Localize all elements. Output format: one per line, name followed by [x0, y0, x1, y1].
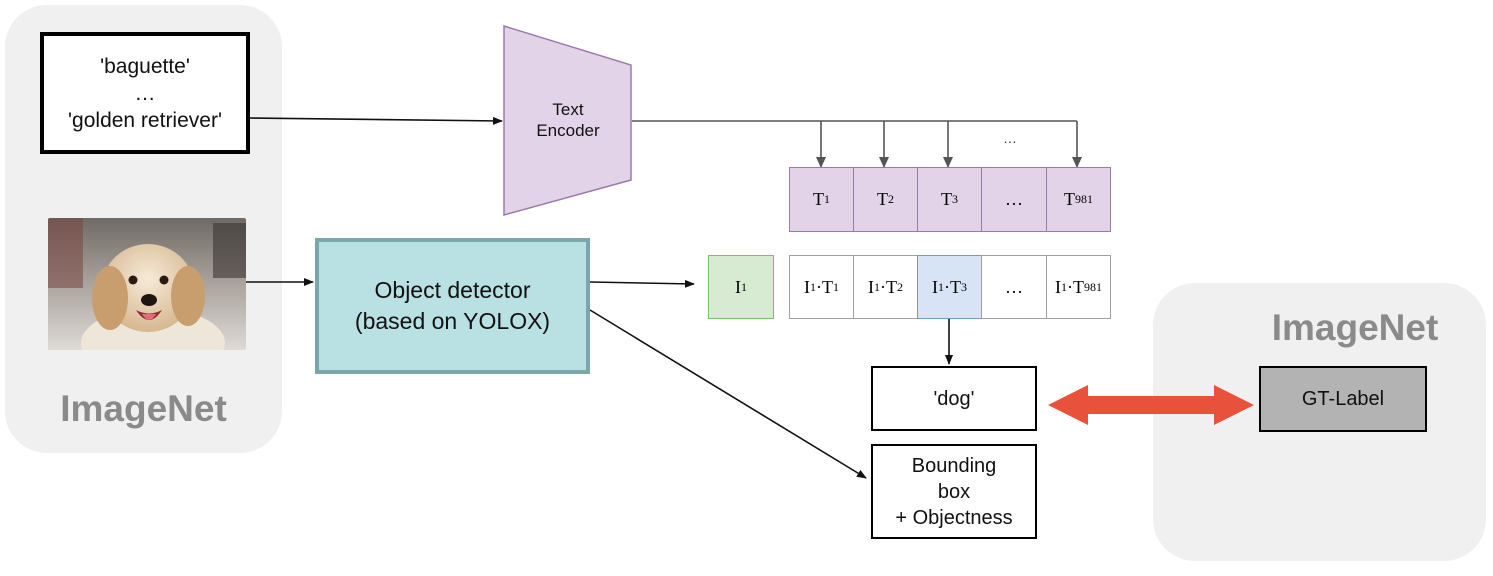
sim-b: T	[1073, 276, 1084, 297]
similarity-cell: …	[981, 255, 1047, 319]
sim-a: I	[868, 276, 874, 297]
text-encoder-line2: Encoder	[536, 121, 600, 140]
prompt-ellipsis: …	[134, 81, 156, 105]
dog-photo	[48, 218, 246, 350]
dot-operator: ·	[1067, 276, 1073, 297]
sim-b: T	[950, 276, 961, 297]
dot-operator: ·	[816, 276, 822, 297]
sim-bsub: 1	[833, 279, 839, 294]
gt-label-box: GT-Label	[1259, 366, 1427, 432]
text-embedding-cell: …	[981, 167, 1047, 232]
image-embedding-sub: 1	[741, 279, 747, 294]
dot-operator: ·	[880, 276, 886, 297]
cell-main: …	[1005, 189, 1023, 209]
arrow-ellipsis: …	[1003, 130, 1017, 146]
cell-sub: 2	[888, 192, 894, 206]
gt-label-text: GT-Label	[1301, 387, 1385, 410]
sim-asub: 1	[938, 279, 944, 294]
sim-ellipsis: …	[1005, 276, 1023, 297]
cell-sub: 981	[1075, 192, 1093, 206]
cell-main: T	[1064, 189, 1075, 209]
sim-a: I	[932, 276, 938, 297]
bbox-line3: + Objectness	[895, 506, 1013, 529]
detector-line1: Object detector	[374, 277, 531, 303]
object-detector-box: Object detector (based on YOLOX)	[315, 238, 590, 374]
sim-a: I	[804, 276, 810, 297]
bbox-line1: Bounding	[911, 454, 997, 477]
detector-line2: (based on YOLOX)	[354, 308, 551, 334]
compare-double-arrow	[1048, 385, 1254, 425]
cell-sub: 1	[824, 192, 830, 206]
cell-main: T	[813, 189, 824, 209]
dot-operator: ·	[944, 276, 950, 297]
text-prompts-box: 'baguette' … 'golden retriever'	[40, 32, 250, 154]
image-embedding-main: I	[735, 276, 741, 297]
sim-asub: 1	[1061, 279, 1067, 294]
bbox-output-box: Bounding box + Objectness	[871, 444, 1037, 539]
sim-bsub: 2	[897, 279, 903, 294]
text-encoder-label: Text Encoder	[503, 95, 633, 145]
sim-asub: 1	[874, 279, 880, 294]
detector-to-bbox-arrow	[589, 309, 867, 479]
prediction-box: 'dog'	[871, 366, 1037, 431]
prompt-first: 'baguette'	[100, 54, 190, 78]
bbox-line2: box	[937, 480, 971, 503]
sim-b: T	[822, 276, 833, 297]
prompts-to-encoder-arrow	[247, 116, 503, 125]
cell-main: T	[941, 189, 952, 209]
prediction-label: 'dog'	[933, 387, 975, 410]
detector-to-embedding-arrow	[589, 279, 695, 288]
text-encoder-line1: Text	[552, 100, 584, 119]
sim-a: I	[1055, 276, 1061, 297]
cell-sub: 3	[952, 192, 958, 206]
sim-bsub: 981	[1084, 279, 1102, 294]
cell-main: T	[877, 189, 888, 209]
sim-bsub: 3	[961, 279, 967, 294]
sim-b: T	[886, 276, 897, 297]
right-panel-label: ImageNet	[1271, 307, 1439, 348]
prompt-last: 'golden retriever'	[68, 108, 222, 132]
sim-asub: 1	[810, 279, 816, 294]
left-panel-label: ImageNet	[60, 388, 227, 429]
text-encoder-shape	[503, 25, 632, 216]
